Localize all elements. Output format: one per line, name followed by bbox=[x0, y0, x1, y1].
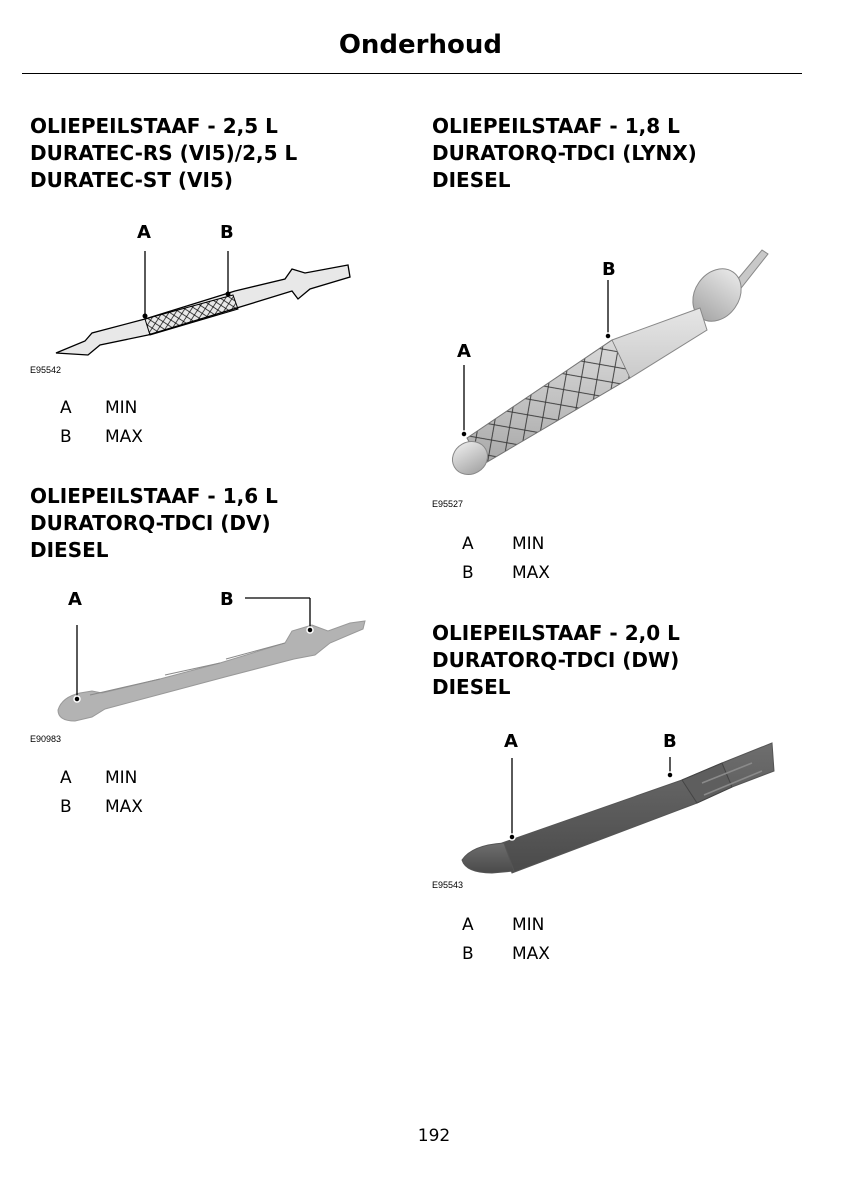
legend: A MIN B MAX bbox=[60, 764, 143, 822]
dipstick-figure-dw: A B bbox=[461, 731, 775, 874]
heading-line: OLIEPEILSTAAF - 1,8 L bbox=[432, 114, 680, 138]
legend-key: A bbox=[60, 768, 72, 788]
heading-line: DURATEC-ST (VI5) bbox=[30, 168, 234, 192]
legend-row: B MAX bbox=[60, 423, 143, 452]
dipstick-figure-duratec: A B bbox=[55, 222, 351, 356]
callout-label: B bbox=[602, 259, 616, 280]
legend-value: MIN bbox=[105, 768, 138, 788]
callout-label: A bbox=[457, 341, 471, 362]
page-number: 192 bbox=[417, 1126, 451, 1146]
figure-code: E95542 bbox=[30, 365, 62, 375]
legend: A MIN B MAX bbox=[462, 911, 550, 969]
legend-row: A MIN bbox=[462, 530, 550, 559]
legend-row: A MIN bbox=[60, 394, 143, 423]
legend-value: MAX bbox=[105, 427, 143, 447]
figure-code: E95543 bbox=[432, 880, 464, 890]
legend-key: B bbox=[60, 427, 72, 447]
legend: A MIN B MAX bbox=[462, 530, 550, 588]
heading-line: DIESEL bbox=[30, 538, 109, 562]
legend-value: MIN bbox=[105, 398, 138, 418]
legend-row: A MIN bbox=[462, 911, 550, 940]
heading-line: DIESEL bbox=[432, 168, 511, 192]
dipstick-figure-lynx: A B bbox=[451, 249, 769, 476]
section-heading: OLIEPEILSTAAF - 1,8 L DURATORQ-TDCI (LYN… bbox=[432, 113, 697, 194]
heading-line: DURATORQ-TDCI (DV) bbox=[30, 511, 271, 535]
legend-key: B bbox=[462, 563, 474, 583]
legend-key: B bbox=[462, 944, 474, 964]
legend-value: MAX bbox=[105, 797, 143, 817]
legend-row: B MAX bbox=[462, 940, 550, 969]
callout-label: B bbox=[220, 589, 234, 610]
legend-key: A bbox=[60, 398, 72, 418]
page-title: Onderhoud bbox=[338, 30, 502, 60]
section-heading: OLIEPEILSTAAF - 2,5 L DURATEC-RS (VI5)/2… bbox=[30, 113, 297, 194]
legend-value: MAX bbox=[512, 563, 550, 583]
heading-line: DIESEL bbox=[432, 675, 511, 699]
header-rule bbox=[22, 73, 802, 74]
heading-line: DURATORQ-TDCI (DW) bbox=[432, 648, 680, 672]
callout-label: B bbox=[220, 222, 234, 243]
figure-code: E95527 bbox=[432, 499, 464, 509]
heading-line: OLIEPEILSTAAF - 2,5 L bbox=[30, 114, 278, 138]
legend-key: A bbox=[462, 915, 474, 935]
legend-row: B MAX bbox=[462, 559, 550, 588]
heading-line: OLIEPEILSTAAF - 2,0 L bbox=[432, 621, 680, 645]
callout-label: A bbox=[68, 589, 82, 610]
heading-line: OLIEPEILSTAAF - 1,6 L bbox=[30, 484, 278, 508]
section-heading: OLIEPEILSTAAF - 1,6 L DURATORQ-TDCI (DV)… bbox=[30, 483, 278, 564]
legend-value: MIN bbox=[512, 915, 545, 935]
dipstick-figure-dv: A B bbox=[57, 589, 366, 722]
heading-line: DURATORQ-TDCI (LYNX) bbox=[432, 141, 697, 165]
figure-code: E90983 bbox=[30, 734, 62, 744]
callout-label: A bbox=[137, 222, 151, 243]
legend: A MIN B MAX bbox=[60, 394, 143, 452]
section-heading: OLIEPEILSTAAF - 2,0 L DURATORQ-TDCI (DW)… bbox=[432, 620, 680, 701]
legend-key: B bbox=[60, 797, 72, 817]
callout-label: B bbox=[663, 731, 677, 752]
callout-label: A bbox=[504, 731, 518, 752]
legend-row: A MIN bbox=[60, 764, 143, 793]
legend-key: A bbox=[462, 534, 474, 554]
legend-value: MIN bbox=[512, 534, 545, 554]
heading-line: DURATEC-RS (VI5)/2,5 L bbox=[30, 141, 298, 165]
legend-row: B MAX bbox=[60, 793, 143, 822]
legend-value: MAX bbox=[512, 944, 550, 964]
